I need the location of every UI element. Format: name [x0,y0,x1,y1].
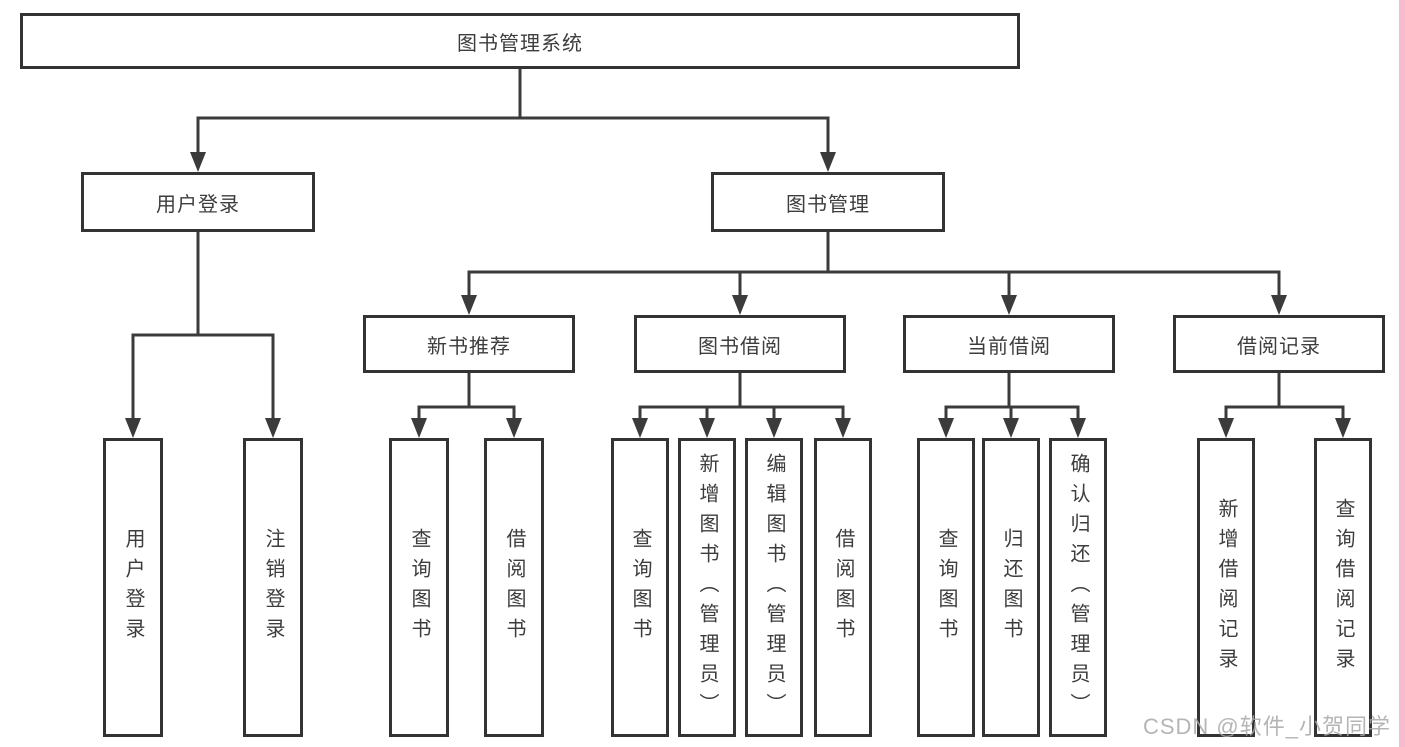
leaf-cb-return-book: 归还图书 [982,438,1040,737]
leaf-bb-add-book-admin: 新增图书（管理员） [678,438,736,737]
leaf-bb-borrow-book: 借阅图书 [814,438,872,737]
leaf-rec-borrow-book: 借阅图书 [484,438,544,737]
node-label: 当前借阅 [967,335,1051,358]
leaf-user-login: 用户登录 [103,438,163,737]
node-book-borrowing: 图书借阅 [634,315,846,373]
node-label: 编辑图书（管理员） [763,452,785,723]
node-label: 查询图书 [408,527,430,648]
node-library-system: 图书管理系统 [20,13,1020,69]
leaf-br-add-record: 新增借阅记录 [1197,438,1255,737]
branch-user-login [131,232,275,422]
leaf-br-query-record: 查询借阅记录 [1314,438,1372,737]
branch-new-book-rec [417,373,516,422]
node-label: 借阅图书 [503,527,525,648]
node-label: 新书推荐 [427,335,511,358]
node-label: 注销登录 [262,527,284,648]
branch-root [196,69,830,156]
node-label: 借阅记录 [1237,335,1321,358]
csdn-watermark: CSDN @软件_小贺同学 [1142,714,1391,739]
node-label: 用户登录 [122,527,144,648]
node-label: 图书管理系统 [457,32,583,55]
node-borrowing-records: 借阅记录 [1173,315,1385,373]
node-current-borrowing: 当前借阅 [903,315,1115,373]
leaf-bb-edit-book-admin: 编辑图书（管理员） [745,438,803,737]
branch-borrow-records [1224,373,1345,422]
node-new-book-recommend: 新书推荐 [363,315,575,373]
leaf-cb-confirm-return-admin: 确认归还（管理员） [1049,438,1107,737]
node-label: 查询借阅记录 [1332,497,1354,678]
node-label: 借阅图书 [832,527,854,648]
node-label: 新增图书（管理员） [696,452,718,723]
node-label: 归还图书 [1000,527,1022,648]
node-label: 图书借阅 [698,335,782,358]
branch-book-mgmt [467,232,1281,299]
node-book-management: 图书管理 [711,172,945,232]
leaf-logout: 注销登录 [243,438,303,737]
node-label: 新增借阅记录 [1215,497,1237,678]
branch-book-borrow [638,373,845,422]
node-label: 图书管理 [786,193,870,216]
leaf-cb-query-book: 查询图书 [917,438,975,737]
node-label: 用户登录 [156,193,240,216]
node-label: 查询图书 [629,527,651,648]
leaf-rec-query-book: 查询图书 [389,438,449,737]
node-user-login: 用户登录 [81,172,315,232]
right-edge-strip [1399,0,1405,747]
branch-current-borrow [944,373,1080,422]
node-label: 确认归还（管理员） [1067,452,1089,723]
leaf-bb-query-book: 查询图书 [611,438,669,737]
node-label: 查询图书 [935,527,957,648]
